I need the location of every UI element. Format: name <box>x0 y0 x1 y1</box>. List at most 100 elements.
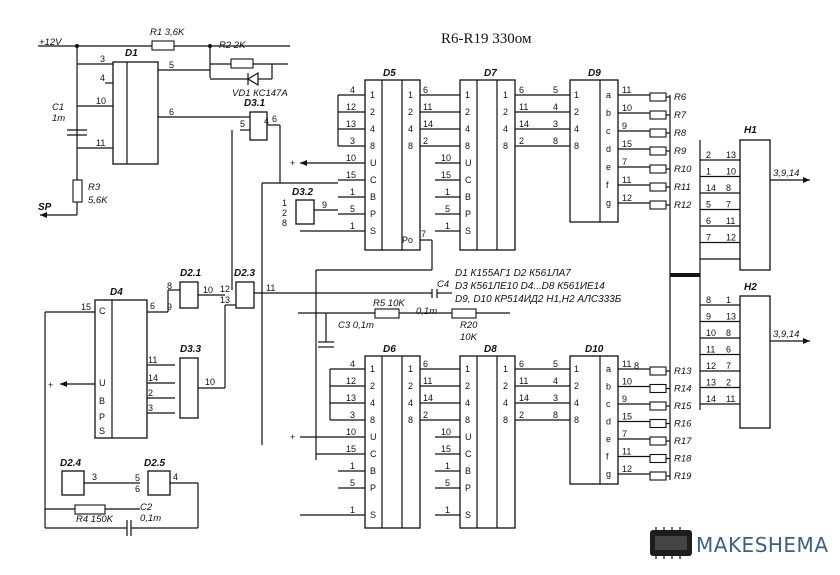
sp-output-label: SP <box>38 202 52 213</box>
svg-text:4: 4 <box>574 398 579 408</box>
resistor-label: R14 <box>674 384 691 395</box>
svg-text:1: 1 <box>370 90 375 100</box>
svg-text:3: 3 <box>553 393 558 403</box>
display-pin: 1 <box>726 295 731 305</box>
svg-text:2: 2 <box>423 136 428 146</box>
svg-text:5: 5 <box>169 60 174 70</box>
resistor-label: R15 <box>674 401 692 412</box>
decoder-pin: 7 <box>622 429 627 439</box>
svg-text:1: 1 <box>445 461 450 471</box>
svg-text:9: 9 <box>322 200 327 210</box>
resistor-label: R18 <box>674 454 692 465</box>
d7-chip <box>459 79 516 251</box>
svg-text:1: 1 <box>445 505 450 515</box>
resistor-label: R19 <box>674 471 692 482</box>
svg-text:6: 6 <box>135 484 140 494</box>
svg-text:2: 2 <box>408 381 413 391</box>
svg-text:P: P <box>99 412 105 422</box>
svg-text:3: 3 <box>553 119 558 129</box>
svg-text:8: 8 <box>465 141 470 151</box>
segment-label: f <box>606 452 609 462</box>
svg-text:P: P <box>370 209 376 219</box>
svg-text:9: 9 <box>167 302 172 312</box>
svg-text:8: 8 <box>370 141 375 151</box>
display-pin: 13 <box>726 312 736 322</box>
decoder-pin: 11 <box>622 85 631 95</box>
svg-text:1: 1 <box>350 221 355 231</box>
decoder-pin: 15 <box>622 412 632 422</box>
segment-resistor <box>649 436 667 446</box>
d6-chip <box>364 355 421 529</box>
segment-resistor <box>649 453 667 464</box>
svg-text:S: S <box>465 510 471 520</box>
h2-label: H2 <box>744 282 757 293</box>
svg-text:10: 10 <box>203 285 213 295</box>
r20-label: R20 <box>460 320 478 331</box>
svg-text:4: 4 <box>553 102 558 112</box>
svg-text:8: 8 <box>503 415 508 425</box>
makeshema-logo <box>650 527 692 559</box>
svg-text:+: + <box>48 380 53 390</box>
svg-text:5: 5 <box>445 478 450 488</box>
r3-label: R3 <box>88 182 101 193</box>
d1-label: D1 <box>125 48 138 59</box>
d3-3-gate <box>179 357 199 419</box>
c2-label: C2 <box>140 502 153 513</box>
d8-chip <box>459 355 516 529</box>
decoder-pin: 7 <box>622 157 627 167</box>
segment-label: c <box>606 399 611 409</box>
svg-text:B: B <box>465 192 471 202</box>
display-pin: 8 <box>706 295 711 305</box>
svg-text:+: + <box>290 158 295 168</box>
svg-text:8: 8 <box>553 410 558 420</box>
resistor-label: R12 <box>674 200 692 211</box>
d5-label: D5 <box>383 68 396 79</box>
svg-text:8: 8 <box>408 415 413 425</box>
svg-text:4: 4 <box>574 124 579 134</box>
d3-1-gate <box>249 111 268 141</box>
resistor-label: R9 <box>674 146 687 157</box>
segment-label: b <box>606 382 611 392</box>
svg-text:4: 4 <box>350 85 355 95</box>
display-pin: 1 <box>706 167 711 177</box>
svg-text:U: U <box>99 378 106 388</box>
svg-text:7: 7 <box>421 229 426 239</box>
svg-text:4: 4 <box>503 398 508 408</box>
decoder-pin: 11 <box>622 447 631 457</box>
decoder-pin: 12 <box>622 464 632 474</box>
r2-resistor <box>230 58 254 69</box>
svg-text:4: 4 <box>553 376 558 386</box>
segment-label: e <box>606 162 611 172</box>
svg-text:P: P <box>370 483 376 493</box>
svg-text:8: 8 <box>553 136 558 146</box>
display-pin: 14 <box>706 394 716 404</box>
display-pin: 10 <box>726 167 736 177</box>
note-line-1: D1 К155АГ1 D2 К561ЛА7 <box>455 268 571 279</box>
display-pin: 7 <box>726 361 731 371</box>
c2-value: 0,1m <box>140 513 161 524</box>
svg-text:1: 1 <box>350 461 355 471</box>
svg-text:11: 11 <box>423 102 432 112</box>
segment-resistor <box>649 182 667 192</box>
resistor-label: R17 <box>674 436 692 447</box>
display-pin: 8 <box>726 183 731 193</box>
svg-text:14: 14 <box>519 393 529 403</box>
segment-resistor <box>649 401 667 411</box>
segment-resistor <box>649 164 667 174</box>
svg-text:C: C <box>99 306 106 316</box>
svg-text:U: U <box>465 158 472 168</box>
r4-label: R4 150K <box>76 514 114 525</box>
svg-text:1: 1 <box>350 505 355 515</box>
svg-text:6: 6 <box>519 359 524 369</box>
note-line-2: D3 К561ЛЕ10 D4...D8 К561ИЕ14 <box>455 281 605 292</box>
r1-resistor <box>151 40 175 51</box>
svg-text:C: C <box>370 175 377 185</box>
svg-text:3: 3 <box>100 54 105 64</box>
d2-3-label: D2.3 <box>234 268 256 279</box>
r4-resistor <box>74 504 106 515</box>
svg-text:13: 13 <box>346 119 356 129</box>
r20-value: 10K <box>460 332 478 343</box>
d4-label: D4 <box>110 287 123 298</box>
d3-1-label: D3.1 <box>244 98 266 109</box>
h1-label: H1 <box>744 125 757 136</box>
